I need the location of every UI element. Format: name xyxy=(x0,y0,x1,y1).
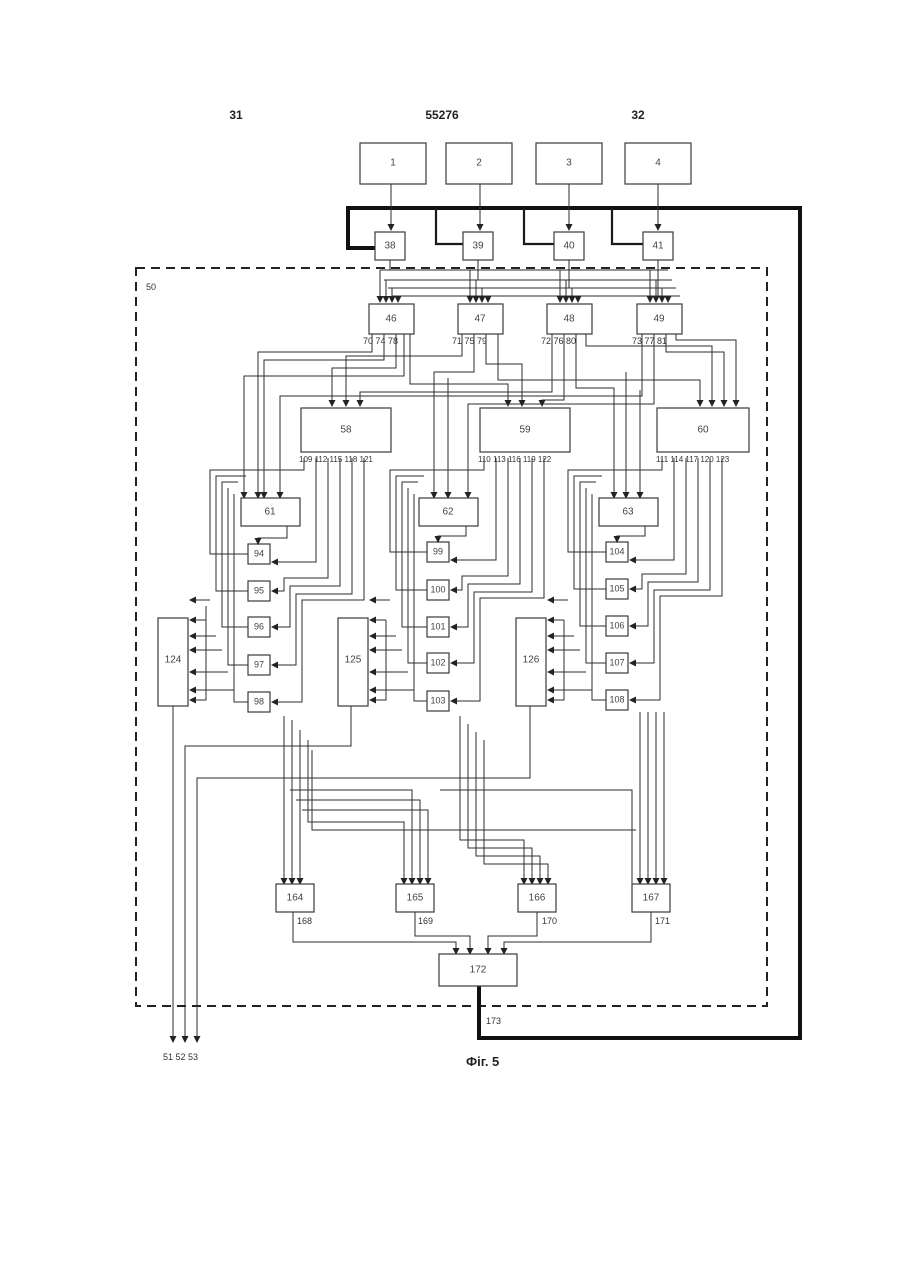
block-41-label: 41 xyxy=(652,241,664,252)
block-124-label: 124 xyxy=(165,655,182,666)
ports-60: 111 114 117 120 123 xyxy=(656,455,730,464)
block-99-label: 99 xyxy=(433,546,443,556)
block-2-label: 2 xyxy=(476,158,482,169)
ports-47: 71 75 79 xyxy=(452,336,487,346)
block-3-label: 3 xyxy=(566,158,572,169)
ports-46: 70 74 78 xyxy=(363,336,398,346)
merge-wires xyxy=(293,912,651,954)
port-169: 169 xyxy=(418,916,433,926)
port-170: 170 xyxy=(542,916,557,926)
block-106-label: 106 xyxy=(609,620,624,630)
dashed-frame xyxy=(136,268,767,1006)
block-165-label: 165 xyxy=(407,893,424,904)
block-167-label: 167 xyxy=(643,893,660,904)
feedback-branch-41 xyxy=(612,208,643,244)
block-101-label: 101 xyxy=(430,621,445,631)
block-166-label: 166 xyxy=(529,893,546,904)
block-1-label: 1 xyxy=(390,158,396,169)
header-right-number: 32 xyxy=(631,108,645,122)
feedback-branch-39 xyxy=(436,208,463,244)
lower-bus xyxy=(284,712,664,884)
block-164-label: 164 xyxy=(287,893,304,904)
block-61-label: 61 xyxy=(264,507,276,518)
ports-48: 72 76 80 xyxy=(541,336,576,346)
block-60-label: 60 xyxy=(697,425,709,436)
block-103-label: 103 xyxy=(430,695,445,705)
block-102-label: 102 xyxy=(430,657,445,667)
block-38-label: 38 xyxy=(384,241,396,252)
block-39-label: 39 xyxy=(472,241,484,252)
block-104-label: 104 xyxy=(609,546,624,556)
ports-58: 109 112 115 118 121 xyxy=(299,455,373,464)
block-4-label: 4 xyxy=(655,158,661,169)
block-96-label: 96 xyxy=(254,621,264,631)
block-47-label: 47 xyxy=(474,314,486,325)
block-59-label: 59 xyxy=(519,425,531,436)
block-126-label: 126 xyxy=(523,655,540,666)
block-58-label: 58 xyxy=(340,425,352,436)
figure-caption: Фіг. 5 xyxy=(466,1054,499,1069)
ports-59: 110 113 116 119 122 xyxy=(478,455,552,464)
block-63-label: 63 xyxy=(622,507,634,518)
block-125-label: 125 xyxy=(345,655,362,666)
block-98-label: 98 xyxy=(254,696,264,706)
block-49-label: 49 xyxy=(653,314,665,325)
feedback-branch-40 xyxy=(524,208,554,244)
output-labels: 51 52 53 xyxy=(163,1052,198,1062)
block-97-label: 97 xyxy=(254,659,264,669)
column-3-wiring xyxy=(548,458,722,700)
block-100-label: 100 xyxy=(430,584,445,594)
fanout-bus xyxy=(380,260,680,302)
block-95-label: 95 xyxy=(254,585,264,595)
port-171: 171 xyxy=(655,916,670,926)
ports-49: 73 77 81 xyxy=(632,336,667,346)
block-94-label: 94 xyxy=(254,548,264,558)
block-107-label: 107 xyxy=(609,657,624,667)
port-168: 168 xyxy=(297,916,312,926)
frame-label: 50 xyxy=(146,282,156,292)
header-patent-number: 55276 xyxy=(425,108,459,122)
port-173: 173 xyxy=(486,1016,501,1026)
block-172-label: 172 xyxy=(470,965,487,976)
block-62-label: 62 xyxy=(442,507,454,518)
block-48-label: 48 xyxy=(563,314,575,325)
block-40-label: 40 xyxy=(563,241,575,252)
block-46-label: 46 xyxy=(385,314,397,325)
header-left-number: 31 xyxy=(229,108,243,122)
block-108-label: 108 xyxy=(609,694,624,704)
block-105-label: 105 xyxy=(609,583,624,593)
